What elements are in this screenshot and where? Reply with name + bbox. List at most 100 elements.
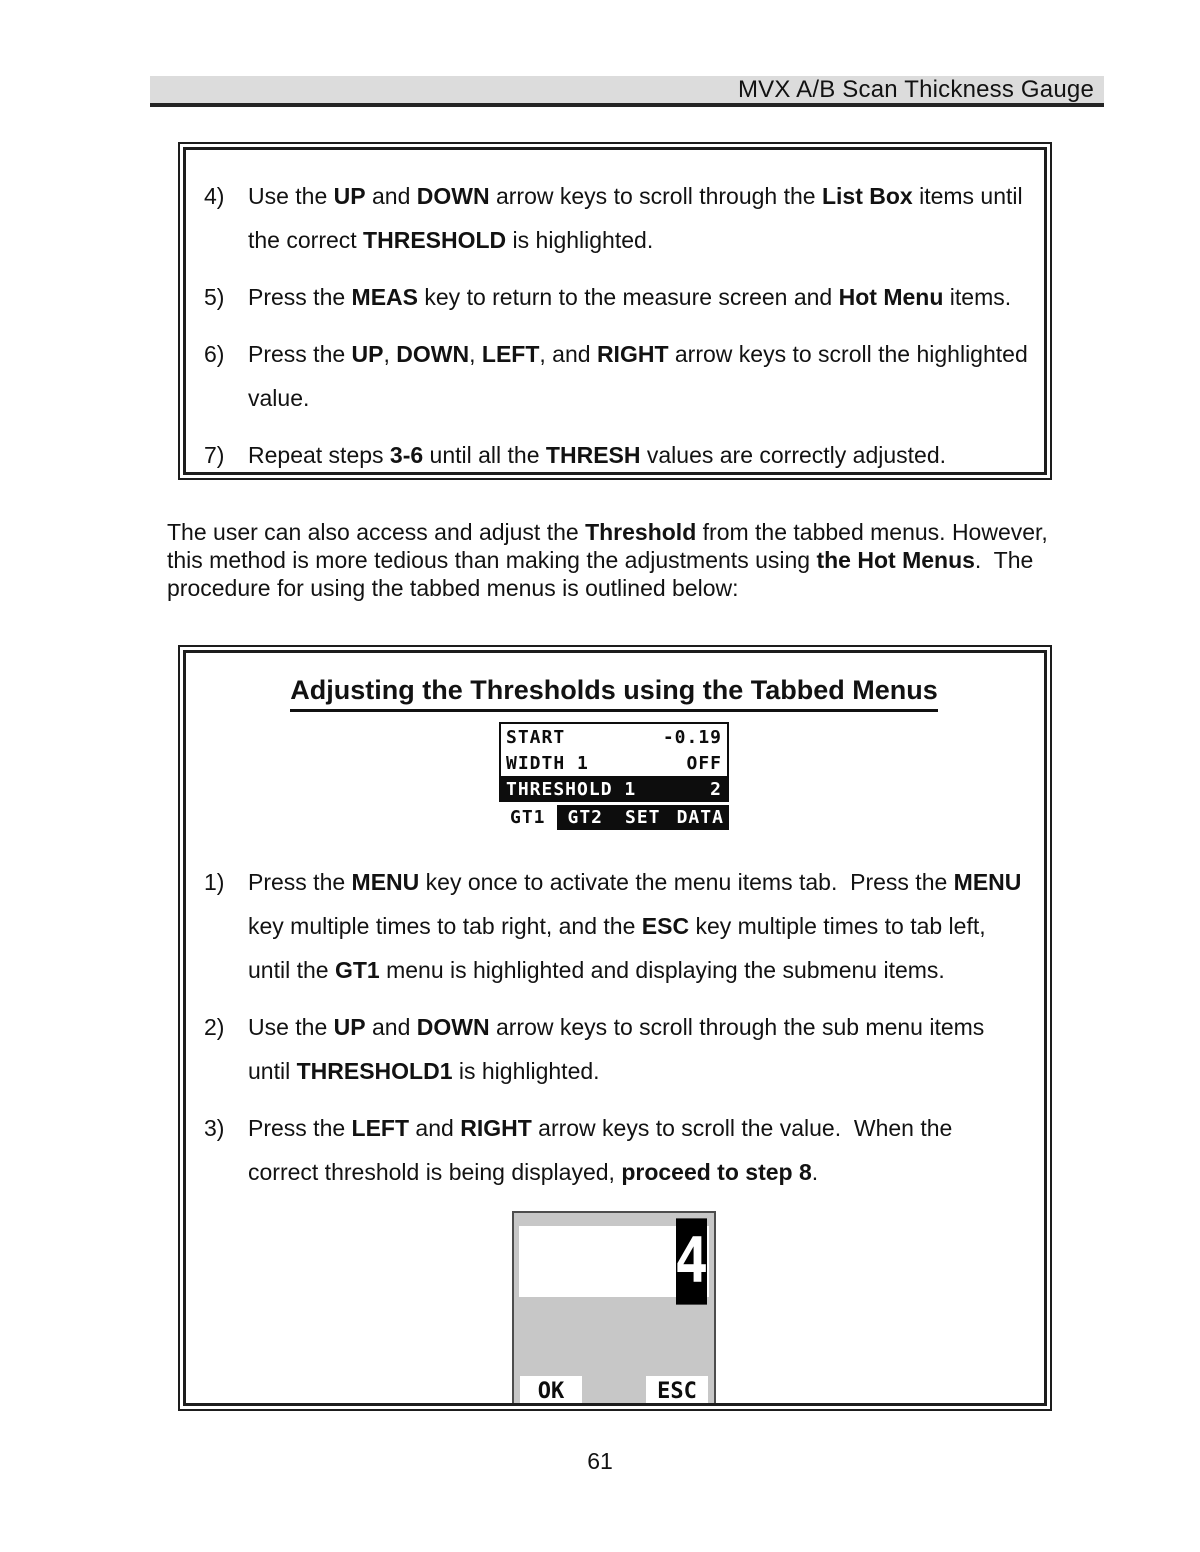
instruction-box-hot-menu-inner: 4) Use the UP and DOWN arrow keys to scro… bbox=[183, 147, 1047, 475]
step-item: 5) Press the MEAS key to return to the me… bbox=[200, 275, 1028, 319]
step-text: Press the LEFT and RIGHT arrow keys to s… bbox=[248, 1106, 1028, 1194]
text: arrow keys to scroll the highlighted val… bbox=[248, 341, 1028, 411]
lcd-row-label: THRESHOLD 1 bbox=[506, 778, 637, 800]
step-number: 1) bbox=[204, 869, 225, 895]
text: Press the bbox=[248, 284, 352, 310]
bold-text: RIGHT bbox=[460, 1115, 532, 1141]
step-list-hot-menu: 4) Use the UP and DOWN arrow keys to scro… bbox=[200, 174, 1028, 477]
step-list-tabbed-menu: 1) Press the MENU key once to activate th… bbox=[200, 860, 1028, 1194]
bold-text: proceed to step 8 bbox=[621, 1159, 812, 1185]
text: until all the bbox=[423, 442, 546, 468]
text: is highlighted. bbox=[506, 227, 654, 253]
step-text: Repeat steps 3-6 until all the THRESH va… bbox=[248, 433, 1028, 477]
text: items until the correct bbox=[248, 183, 1023, 253]
bold-text: Threshold bbox=[585, 519, 697, 545]
lcd-menu-gap bbox=[499, 802, 729, 805]
bold-text: THRESHOLD1 bbox=[296, 1058, 453, 1084]
lcd-tab-set: SET bbox=[624, 807, 661, 828]
bold-text: MENU bbox=[351, 869, 420, 895]
bold-text: UP bbox=[333, 183, 366, 209]
lcd-row-value: -0.19 bbox=[662, 726, 722, 748]
section-title-text: Adjusting the Thresholds using the Tabbe… bbox=[290, 675, 938, 712]
lcd-row-value: OFF bbox=[686, 752, 722, 774]
bold-text: DOWN bbox=[396, 341, 470, 367]
text: Use the bbox=[248, 183, 334, 209]
text: , bbox=[469, 341, 482, 367]
ok-button: OK bbox=[520, 1376, 582, 1403]
step-item: 3) Press the LEFT and RIGHT arrow keys to… bbox=[200, 1106, 1028, 1194]
bold-text: MENU bbox=[953, 869, 1022, 895]
text: and bbox=[365, 1014, 417, 1040]
value-digit: 4 bbox=[675, 1218, 708, 1305]
text: key multiple times to tab right, and the bbox=[248, 913, 642, 939]
bold-text: RIGHT bbox=[596, 341, 669, 367]
bold-text: ESC bbox=[641, 913, 690, 939]
bold-text: UP bbox=[351, 341, 384, 367]
text: , and bbox=[539, 341, 597, 367]
bold-text: THRESH bbox=[545, 442, 641, 468]
step-number: 3) bbox=[204, 1115, 225, 1141]
text: Use the bbox=[248, 1014, 334, 1040]
lcd-tab-gt2: GT2 bbox=[567, 807, 603, 828]
bold-text: UP bbox=[333, 1014, 366, 1040]
text: and bbox=[409, 1115, 461, 1141]
step-item: 7) Repeat steps 3-6 until all the THRESH … bbox=[200, 433, 1028, 477]
bold-text: the Hot Menus bbox=[816, 547, 975, 573]
step-number: 6) bbox=[204, 341, 225, 367]
instruction-box-hot-menu: 4) Use the UP and DOWN arrow keys to scro… bbox=[178, 142, 1052, 480]
step-item: 1) Press the MENU key once to activate th… bbox=[200, 860, 1028, 992]
step-number: 5) bbox=[204, 284, 225, 310]
bold-text: LEFT bbox=[481, 341, 540, 367]
text: , bbox=[383, 341, 397, 367]
step-text: Use the UP and DOWN arrow keys to scroll… bbox=[248, 174, 1028, 262]
lcd-value-screen: 4 OK ESC bbox=[512, 1211, 716, 1403]
text: from the tabbed menus. However, this met… bbox=[167, 519, 1048, 573]
text: is highlighted. bbox=[452, 1058, 600, 1084]
bold-text: Hot Menu bbox=[838, 284, 944, 310]
bold-text: List Box bbox=[821, 183, 913, 209]
lcd-row-label: START bbox=[506, 726, 566, 748]
bold-text: DOWN bbox=[416, 183, 490, 209]
step-text: Press the MEAS key to return to the meas… bbox=[248, 275, 1028, 319]
value-input-field: 4 bbox=[519, 1218, 709, 1305]
page-header-bar: MVX A/B Scan Thickness Gauge bbox=[150, 76, 1104, 107]
step-text: Use the UP and DOWN arrow keys to scroll… bbox=[248, 1005, 1028, 1093]
text: . The procedure for using the tabbed men… bbox=[167, 547, 1034, 601]
text: values are correctly adjusted. bbox=[640, 442, 947, 468]
step-item: 4) Use the UP and DOWN arrow keys to scro… bbox=[200, 174, 1028, 262]
bold-text: THRESHOLD bbox=[363, 227, 507, 253]
bold-text: GT1 bbox=[334, 957, 380, 983]
lcd-menu-row: START -0.19 bbox=[501, 724, 727, 750]
step-text: Press the UP, DOWN, LEFT, and RIGHT arro… bbox=[248, 332, 1028, 420]
lcd-menu-row: THRESHOLD 1 2 bbox=[501, 776, 727, 802]
text: and bbox=[365, 183, 417, 209]
lcd-row-value: 2 bbox=[710, 778, 722, 800]
page-header-title: MVX A/B Scan Thickness Gauge bbox=[737, 75, 1094, 103]
text: . bbox=[811, 1159, 819, 1185]
text: key once to activate the menu items tab.… bbox=[419, 869, 954, 895]
text: The user can also access and adjust the bbox=[167, 519, 586, 545]
step-number: 2) bbox=[204, 1014, 225, 1040]
text: Press the bbox=[248, 869, 352, 895]
text: arrow keys to scroll through the sub men… bbox=[248, 1014, 985, 1084]
text: key to return to the measure screen and bbox=[418, 284, 839, 310]
text: items. bbox=[943, 284, 1012, 310]
lcd-menu-row: WIDTH 1 OFF bbox=[501, 750, 727, 776]
instruction-box-tabbed-menu-inner: Adjusting the Thresholds using the Tabbe… bbox=[183, 650, 1047, 1406]
text: arrow keys to scroll through the bbox=[489, 183, 822, 209]
section-title: Adjusting the Thresholds using the Tabbe… bbox=[200, 675, 1028, 712]
text: menu is highlighted and displaying the s… bbox=[379, 957, 945, 983]
step-number: 4) bbox=[204, 183, 225, 209]
step-text: Press the MENU key once to activate the … bbox=[248, 860, 1028, 992]
text: Press the bbox=[248, 341, 352, 367]
step-number: 7) bbox=[204, 442, 225, 468]
instruction-box-tabbed-menu: Adjusting the Thresholds using the Tabbe… bbox=[178, 645, 1052, 1411]
esc-button: ESC bbox=[646, 1376, 708, 1403]
lcd-tab-gt1: GT1 bbox=[499, 805, 557, 830]
lcd-row-label: WIDTH 1 bbox=[506, 752, 589, 774]
text: arrow keys to scroll the value. When the… bbox=[248, 1115, 953, 1185]
step-item: 2) Use the UP and DOWN arrow keys to scro… bbox=[200, 1005, 1028, 1093]
page-number: 61 bbox=[587, 1448, 613, 1474]
